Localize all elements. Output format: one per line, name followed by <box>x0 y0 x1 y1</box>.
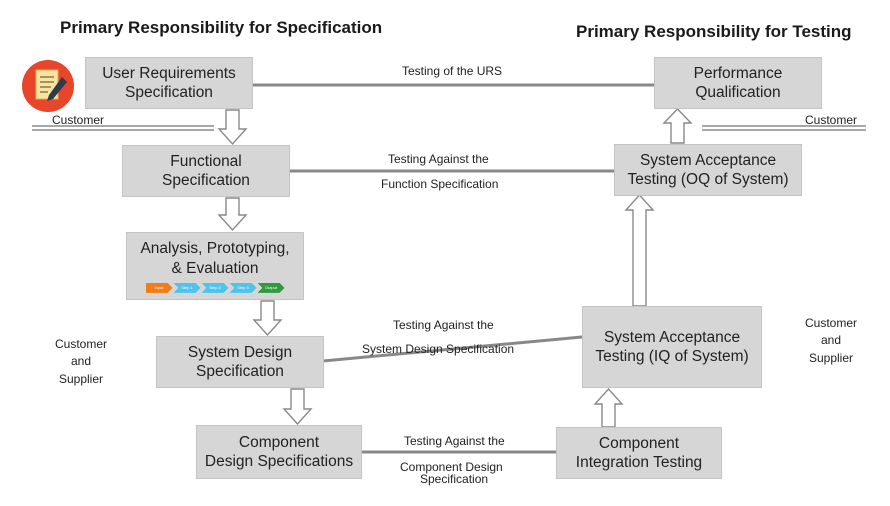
role-customer-supplier-left: Customer and Supplier <box>54 337 107 386</box>
box-component-integration-testing: Component Integration Testing <box>556 427 722 479</box>
process-steps: Input Step 1 Step 2 Step 3 Output <box>145 282 285 293</box>
link-label-sds-1: Testing Against the <box>393 318 494 332</box>
box-analysis-prototyping-evaluation: Analysis, Prototyping, & Evaluation Inpu… <box>126 232 304 300</box>
link-label-cds-3: Specification <box>420 472 489 486</box>
box-system-acceptance-iq: System Acceptance Testing (IQ of System) <box>582 306 762 388</box>
step-3: Step 3 <box>229 282 257 293</box>
link-label-fs-2: Function Specification <box>381 177 499 191</box>
box-functional-specification: Functional Specification <box>122 145 290 197</box>
role-customer-supplier-right: Customer and Supplier <box>804 316 857 365</box>
link-label-sds-2: System Design Specification <box>362 342 515 356</box>
role-customer-left: Customer <box>52 113 105 127</box>
step-1: Step 1 <box>173 282 201 293</box>
box-performance-qualification: Performance Qualification <box>654 57 822 109</box>
header-specification: Primary Responsibility for Specification <box>60 18 383 37</box>
link-label-cds-2: Component Design <box>400 460 503 474</box>
step-input: Input <box>145 282 173 293</box>
link-label-urs: Testing of the URS <box>402 64 503 78</box>
box-system-design-specification: System Design Specification <box>156 336 324 388</box>
link-label-fs-1: Testing Against the <box>388 152 489 166</box>
step-2: Step 2 <box>201 282 229 293</box>
box-system-acceptance-oq: System Acceptance Testing (OQ of System) <box>614 144 802 196</box>
header-testing: Primary Responsibility for Testing <box>576 22 852 41</box>
box-component-design-specifications: Component Design Specifications <box>196 425 362 479</box>
link-label-cds-1: Testing Against the <box>404 434 505 448</box>
role-customer-right: Customer <box>805 113 858 127</box>
step-output: Output <box>257 282 285 293</box>
document-pencil-icon <box>22 60 74 112</box>
box-user-requirements-specification: User Requirements Specification <box>85 57 253 109</box>
